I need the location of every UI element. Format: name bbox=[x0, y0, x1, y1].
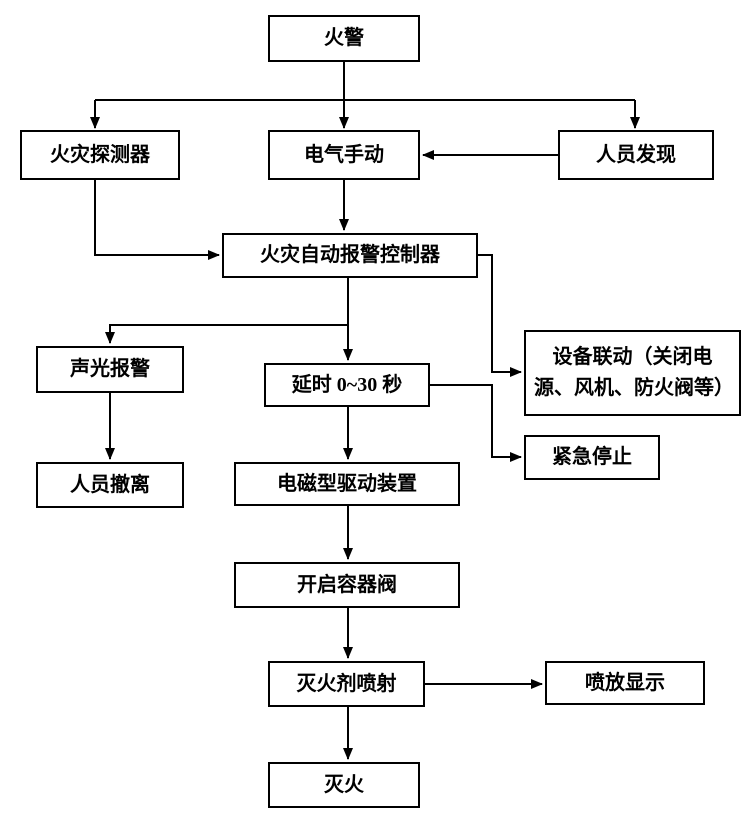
node-spray-display: 喷放显示 bbox=[545, 661, 705, 705]
node-open-container-valve: 开启容器阀 bbox=[234, 562, 460, 608]
node-auto-alarm-controller: 火灾自动报警控制器 bbox=[222, 233, 478, 278]
node-delay: 延时 0~30 秒 bbox=[264, 363, 430, 407]
node-emergency-stop: 紧急停止 bbox=[524, 435, 660, 480]
arrow-controller-to-equipment-linkage bbox=[478, 254, 522, 377]
node-personnel-discovery: 人员发现 bbox=[558, 130, 714, 180]
node-fire-detector: 火灾探测器 bbox=[20, 130, 180, 180]
node-sound-light-alarm: 声光报警 bbox=[36, 346, 184, 393]
node-electromagnetic-drive: 电磁型驱动装置 bbox=[234, 462, 460, 506]
arrow-controller-to-sound-light-alarm bbox=[105, 324, 348, 344]
node-equipment-linkage: 设备联动（关闭电源、风机、防火阀等） bbox=[524, 330, 741, 416]
node-electric-manual: 电气手动 bbox=[268, 130, 420, 180]
node-personnel-evacuation: 人员撤离 bbox=[36, 462, 184, 508]
arrow-delay-to-emergency-stop bbox=[430, 384, 522, 462]
node-fire-alarm: 火警 bbox=[268, 15, 420, 62]
node-agent-spray: 灭火剂喷射 bbox=[268, 661, 425, 707]
node-extinguish: 灭火 bbox=[268, 762, 420, 808]
arrow-fire-detector-to-controller bbox=[94, 180, 220, 260]
